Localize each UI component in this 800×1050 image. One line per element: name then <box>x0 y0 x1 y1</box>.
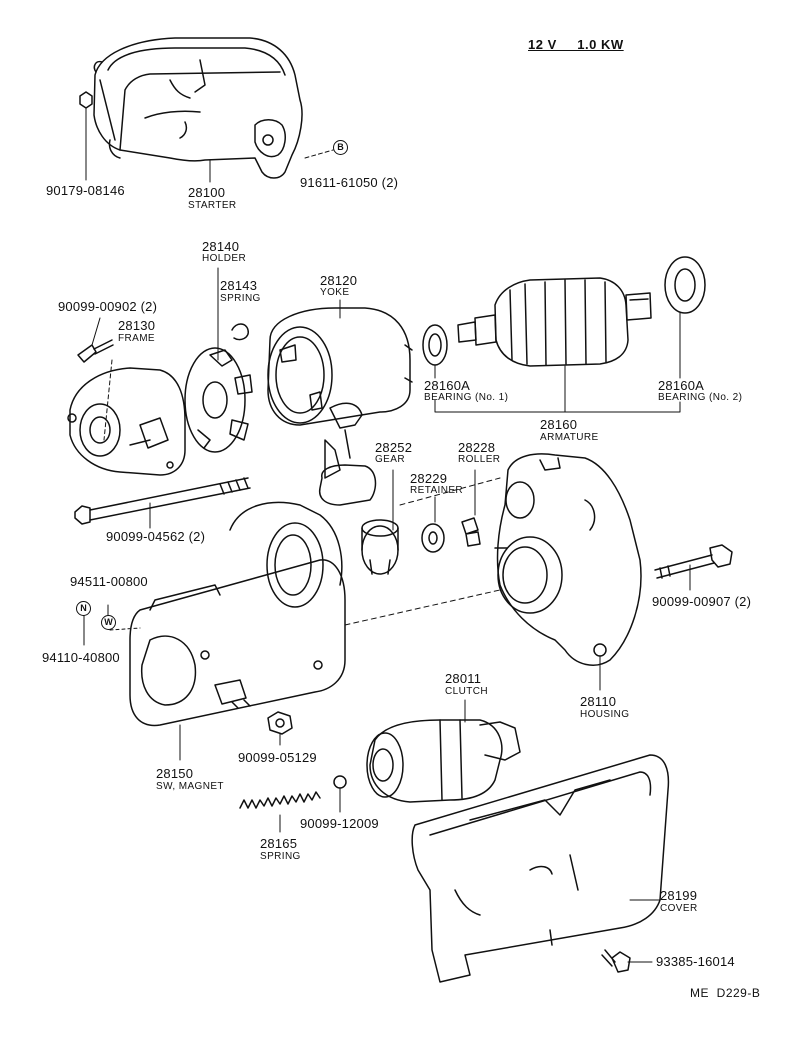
part-28199-number: 28199 <box>660 888 698 903</box>
spring-28165-illustration <box>239 791 321 809</box>
part-94511-00800: 94511-00800 <box>70 574 148 589</box>
part-90099-00902: 90099-00902 (2) <box>58 299 158 314</box>
housing-illustration <box>494 453 642 666</box>
armature-illustration <box>457 277 652 367</box>
part-28140-name: HOLDER <box>202 253 247 264</box>
part-28143-name: SPRING <box>220 293 261 304</box>
bearing-no1-illustration <box>422 324 448 366</box>
magnet-switch-illustration <box>129 501 346 727</box>
roller-28228-illustration <box>461 517 481 547</box>
frame-illustration <box>67 367 186 476</box>
part-94110-40800: 94110-40800 <box>42 650 120 665</box>
part-28143-number: 28143 <box>220 278 258 293</box>
part-28011-number: 28011 <box>445 671 482 686</box>
bolt-90099-00907-illustration <box>654 544 733 579</box>
starter-assembly-illustration <box>93 37 303 179</box>
part-90099-12009: 90099-12009 <box>300 816 379 831</box>
part-28100-number: 28100 <box>188 185 226 200</box>
part-28130-number: 28130 <box>118 318 156 333</box>
part-28160a-no2-name: BEARING (No. 2) <box>658 392 743 403</box>
part-90099-04562: 90099-04562 (2) <box>106 529 206 544</box>
part-28228-number: 28228 <box>458 440 496 455</box>
through-bolt-illustration <box>74 477 251 525</box>
bolt-90179-illustration <box>79 91 93 109</box>
part-28228-name: ROLLER <box>458 454 501 465</box>
gear-28252-illustration <box>361 519 399 575</box>
part-28160a-no1-name: BEARING (No. 1) <box>424 392 509 403</box>
part-93385-16014: 93385-16014 <box>656 954 735 969</box>
bolt-93385-illustration <box>601 949 631 973</box>
diagram-code: ME D229-B <box>690 986 761 1000</box>
part-28160-name: ARMATURE <box>540 432 599 443</box>
screw-90099-00902-illustration <box>77 339 114 363</box>
part-28160a-no1-number: 28160A <box>424 378 471 393</box>
retainer-28229-illustration <box>421 523 445 553</box>
part-28160-number: 28160 <box>540 417 578 432</box>
part-28252-name: GEAR <box>375 454 405 465</box>
part-28100-name: STARTER <box>188 200 237 211</box>
tag-w: W <box>101 615 116 630</box>
part-28150-number: 28150 <box>156 766 194 781</box>
yoke-illustration <box>267 307 413 506</box>
part-90099-00907: 90099-00907 (2) <box>652 594 752 609</box>
part-28011-name: CLUTCH <box>445 686 488 697</box>
tag-n: N <box>76 601 91 616</box>
part-28165-name: SPRING <box>260 851 301 862</box>
bearing-no2-illustration <box>664 256 706 314</box>
part-28229-number: 28229 <box>410 471 448 486</box>
part-28252-number: 28252 <box>375 440 413 455</box>
nut-90099-05129-illustration <box>267 711 293 735</box>
part-28160a-no2-number: 28160A <box>658 378 705 393</box>
clutch-illustration <box>366 719 521 803</box>
part-28150-name: SW, MAGNET <box>156 781 224 792</box>
part-28130-name: FRAME <box>118 333 155 344</box>
spring-28143-illustration <box>231 323 249 341</box>
part-28110-name: HOUSING <box>580 709 630 720</box>
tag-b: B <box>333 140 348 155</box>
part-91611-61050: 91611-61050 (2) <box>300 175 399 190</box>
part-90099-05129: 90099-05129 <box>238 750 317 765</box>
part-28165-number: 28165 <box>260 836 298 851</box>
brush-holder-illustration <box>184 347 253 453</box>
part-28199-name: COVER <box>660 903 698 914</box>
cover-illustration <box>411 754 670 983</box>
part-28120-name: YOKE <box>320 287 350 298</box>
part-28140-number: 28140 <box>202 239 240 254</box>
ball-90099-12009-illustration <box>333 775 347 789</box>
part-28110-number: 28110 <box>580 694 617 709</box>
part-90179-08146: 90179-08146 <box>46 183 125 198</box>
part-28120-number: 28120 <box>320 273 358 288</box>
part-28229-name: RETAINER <box>410 485 464 496</box>
spec-header: 12 V 1.0 KW <box>528 37 624 52</box>
